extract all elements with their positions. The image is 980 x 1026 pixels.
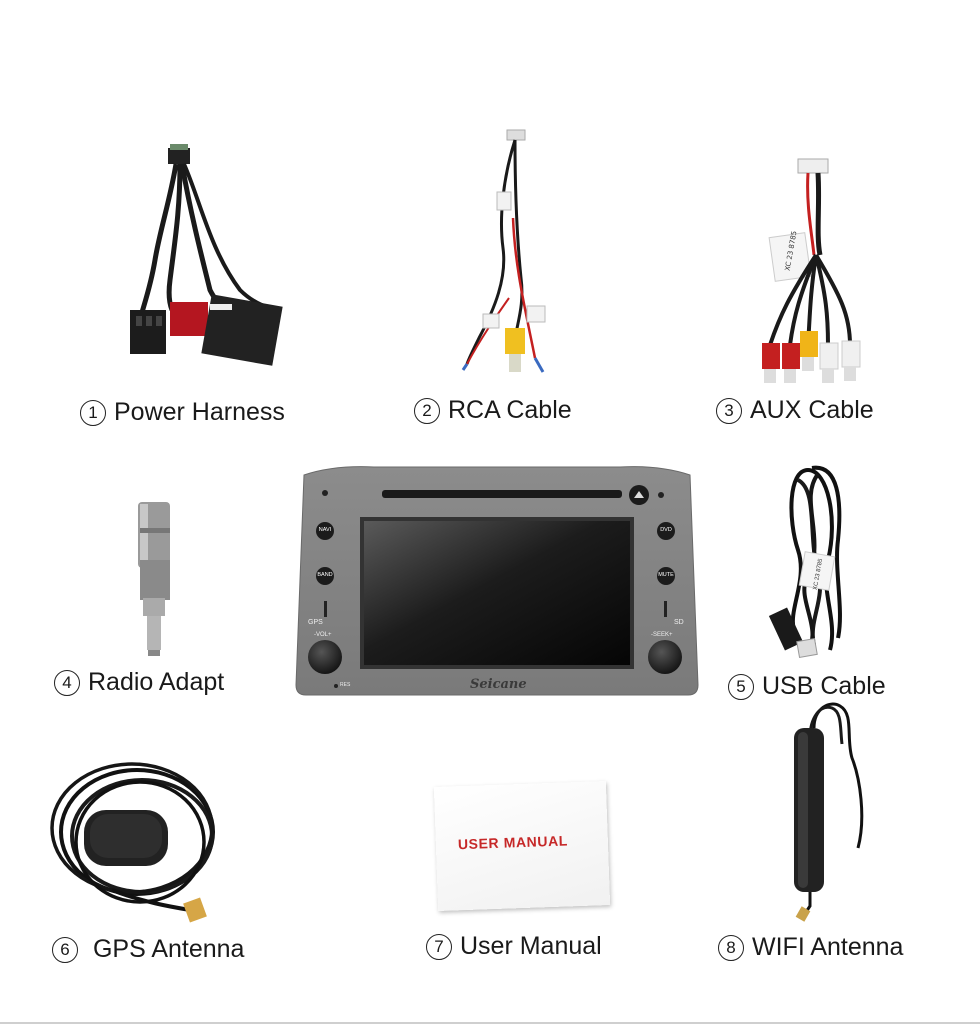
car-stereo-unit: NAVI BAND DVD MUTE GPS SD -VOL+ -SEEK+ R…	[294, 465, 700, 697]
item-number-badge: 5	[728, 674, 754, 700]
item-number-badge: 4	[54, 670, 80, 696]
usb-cable-image: XC 23 8785	[768, 465, 842, 659]
gps-label: GPS	[308, 619, 323, 626]
band-button[interactable]: BAND	[317, 572, 333, 578]
res-label: RES	[340, 682, 351, 688]
vol-label: -VOL+	[314, 632, 332, 638]
item-number-badge: 2	[414, 398, 440, 424]
dvd-button[interactable]: DVD	[660, 527, 672, 533]
usb-cable-tag: XC 23 8785	[813, 558, 825, 591]
user-manual-booklet: USER MANUAL	[433, 781, 611, 911]
radio-adapter-image	[138, 502, 170, 656]
navi-button[interactable]: NAVI	[318, 527, 332, 533]
seek-label: -SEEK+	[651, 632, 673, 638]
item-number-badge: 7	[426, 934, 452, 960]
brand-logo: Seicane	[470, 677, 527, 692]
item-number-badge: 3	[716, 398, 742, 424]
item-number-badge: 6	[52, 937, 78, 963]
item-number-badge: 1	[80, 400, 106, 426]
mute-button[interactable]: MUTE	[658, 572, 674, 578]
aux-cable-image: XC 23 8785	[762, 158, 861, 383]
user-manual-title: USER MANUAL	[457, 832, 569, 853]
sd-label: SD	[674, 619, 684, 626]
gps-antenna-image	[50, 762, 215, 923]
item-number-badge: 8	[718, 935, 744, 961]
bottom-divider	[0, 1022, 980, 1024]
label-gps-antenna: 6 GPS Antenna	[52, 935, 244, 964]
power-harness-image	[130, 144, 283, 366]
rca-cable-image	[461, 129, 546, 373]
wifi-antenna-image	[794, 702, 864, 922]
